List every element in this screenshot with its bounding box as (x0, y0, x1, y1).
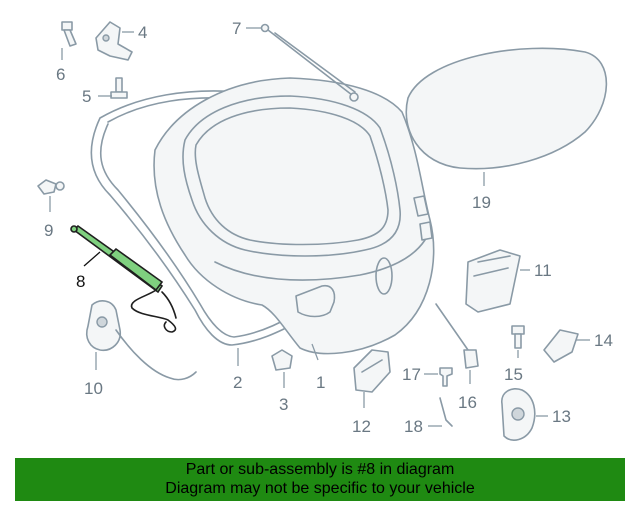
parts-diagram: 1 2 3 4 5 6 7 8 9 10 11 12 13 14 15 16 1 (37, 19, 613, 441)
callout-15: 15 (504, 365, 523, 384)
callout-5: 5 (82, 87, 91, 106)
callout-17: 17 (402, 365, 421, 384)
part-14-bracket[interactable] (543, 329, 579, 363)
part-10-latch[interactable] (85, 300, 197, 381)
part-19-rear-glass[interactable] (405, 47, 608, 170)
callout-12: 12 (352, 417, 371, 436)
callout-11: 11 (534, 261, 552, 280)
part-4-hinge[interactable] (95, 21, 133, 61)
callout-13: 13 (552, 407, 571, 426)
callout-7: 7 (232, 19, 241, 38)
callout-8-highlighted: 8 (76, 272, 85, 291)
callout-3: 3 (279, 395, 288, 414)
part-17-clip[interactable] (439, 367, 453, 387)
part-11-module[interactable] (465, 249, 521, 313)
callout-10: 10 (84, 379, 103, 398)
callout-14: 14 (594, 331, 613, 350)
callout-4: 4 (138, 23, 147, 42)
callout-6: 6 (56, 65, 65, 84)
part-5-bolt[interactable] (110, 77, 128, 99)
callout-1: 1 (316, 373, 325, 392)
part-6-bolt[interactable] (61, 21, 77, 47)
part-15-bolt[interactable] (511, 325, 525, 349)
part-7-support-strut[interactable] (260, 23, 359, 102)
part-13-motor[interactable] (501, 388, 536, 441)
part-18-rod[interactable] (439, 397, 453, 427)
part-3-bumper[interactable] (271, 349, 293, 371)
part-16-rod[interactable] (435, 303, 479, 369)
part-12-actuator[interactable] (353, 349, 391, 393)
callouts: 1 2 3 4 5 6 7 8 9 10 11 12 13 14 15 16 1 (44, 19, 613, 436)
info-banner: Part or sub-assembly is #8 in diagram Di… (15, 458, 625, 501)
callout-18: 18 (404, 417, 423, 436)
callout-2: 2 (233, 373, 242, 392)
callout-19: 19 (472, 193, 491, 212)
callout-16: 16 (458, 393, 477, 412)
banner-line-2: Diagram may not be specific to your vehi… (165, 480, 475, 497)
callout-9: 9 (44, 221, 53, 240)
part-8-lift-support-highlighted[interactable] (70, 224, 177, 333)
part-9-ball-stud[interactable] (37, 179, 65, 195)
banner-line-1: Part or sub-assembly is #8 in diagram (185, 461, 455, 478)
part-1-liftgate[interactable] (153, 77, 435, 355)
